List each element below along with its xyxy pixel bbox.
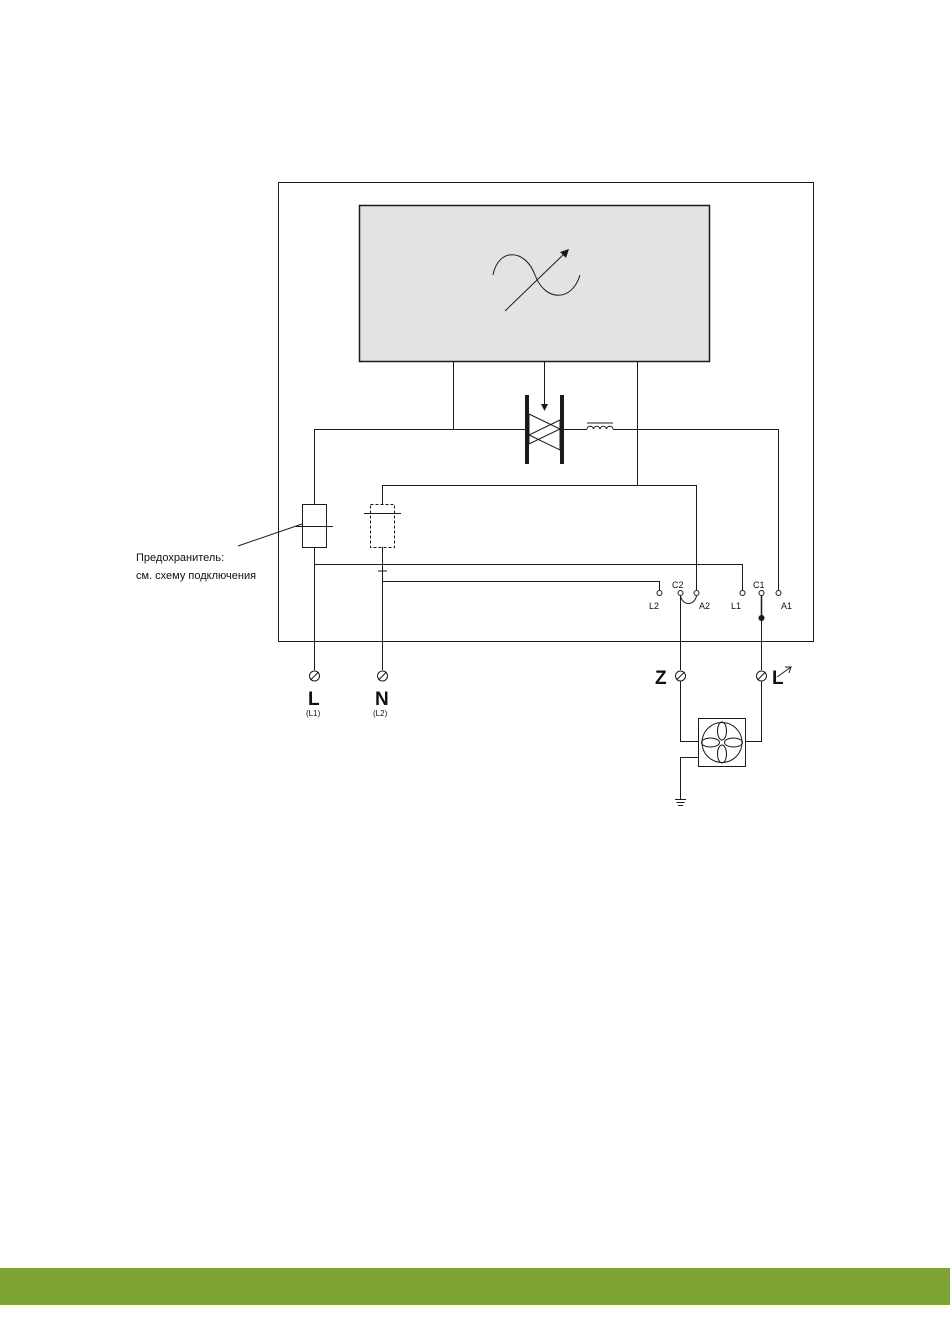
fuse-note-line2: см. схему подключения	[136, 570, 256, 582]
fan-icon	[699, 719, 746, 767]
motor-label-z: Z	[655, 668, 667, 689]
inductor-symbol	[587, 423, 613, 429]
input-label-l: L	[308, 689, 320, 710]
terminal-label-c1: C1	[753, 580, 765, 590]
fuse-n	[371, 505, 395, 548]
fuse-note-line1: Предохранитель:	[136, 552, 224, 564]
input-label-n-sub: (L2)	[373, 709, 388, 718]
ground-icon	[675, 800, 686, 806]
terminal-label-c2: C2	[672, 580, 684, 590]
screw-terminal-n	[378, 671, 388, 681]
motor-label-l-regulated: L	[772, 668, 784, 689]
control-module	[360, 206, 710, 362]
terminal-label-l1: L1	[731, 601, 741, 611]
screw-terminal-z	[676, 671, 686, 681]
footer-bar	[0, 1268, 950, 1305]
input-label-n: N	[375, 689, 389, 710]
jumper-c2-a2	[681, 596, 697, 604]
screw-terminal-l	[310, 671, 320, 681]
screw-terminal-l-reg	[757, 671, 767, 681]
terminal-label-l2: L2	[649, 601, 659, 611]
terminal-block	[657, 591, 781, 596]
terminal-label-a2: A2	[699, 601, 710, 611]
input-label-l-sub: (L1)	[306, 709, 321, 718]
terminal-label-a1: A1	[781, 601, 792, 611]
